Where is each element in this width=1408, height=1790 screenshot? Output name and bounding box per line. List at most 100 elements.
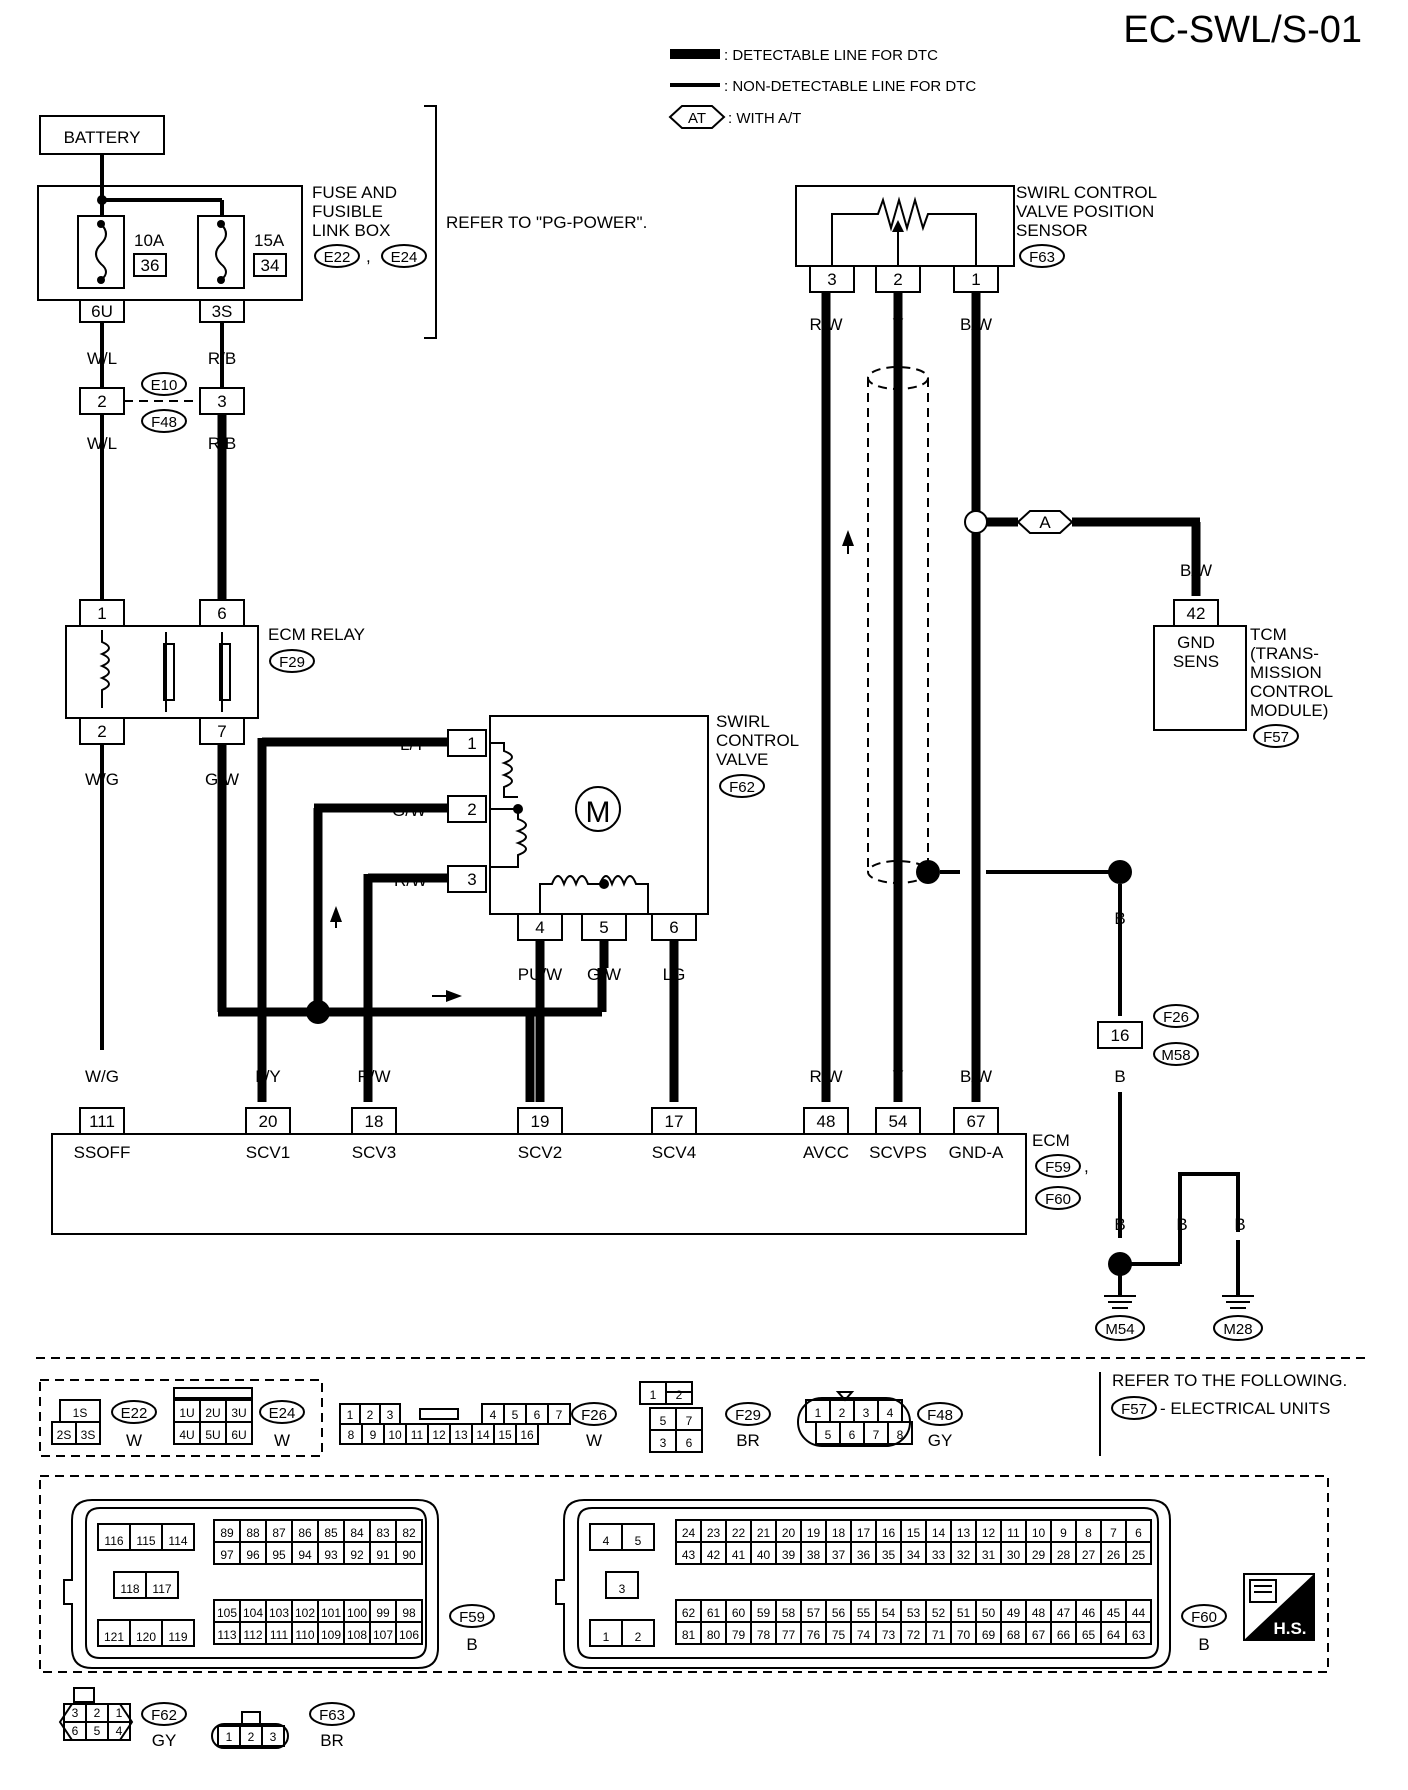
ecm-pin: 17 bbox=[665, 1112, 684, 1131]
f26-pin: 10 bbox=[388, 1428, 402, 1442]
svg-text:,: , bbox=[366, 247, 371, 266]
f59-right-pin: 102 bbox=[295, 1606, 315, 1620]
svg-text:B: B bbox=[1114, 1067, 1125, 1086]
f26-key bbox=[419, 1408, 459, 1420]
svg-text:F57: F57 bbox=[1263, 729, 1289, 746]
svg-text:- ELECTRICAL UNITS: - ELECTRICAL UNITS bbox=[1160, 1399, 1330, 1418]
f59-right-pin: 91 bbox=[376, 1548, 390, 1562]
svg-text:34: 34 bbox=[261, 256, 280, 275]
f62-cell bbox=[107, 1721, 131, 1741]
f59-right-pin: 100 bbox=[347, 1606, 367, 1620]
f60-right-pin: 42 bbox=[707, 1548, 721, 1562]
f59-left-pin: 119 bbox=[168, 1630, 187, 1644]
f60-right-pin: 21 bbox=[757, 1526, 771, 1540]
f59-left-pin: 115 bbox=[136, 1534, 155, 1548]
svg-text:2: 2 bbox=[467, 800, 476, 819]
svg-text:VALVE: VALVE bbox=[716, 750, 768, 769]
svg-text:10A: 10A bbox=[134, 231, 165, 250]
f63-pin: 3 bbox=[270, 1730, 277, 1744]
svg-text:CONTROL: CONTROL bbox=[716, 731, 799, 750]
f60-right-pin: 60 bbox=[732, 1606, 746, 1620]
refer-pg-power: REFER TO "PG-POWER". bbox=[446, 213, 647, 232]
svg-text:B: B bbox=[1234, 1215, 1245, 1234]
f60-right-pin: 62 bbox=[682, 1606, 696, 1620]
f60-right-pin: 14 bbox=[932, 1526, 946, 1540]
f63-face-oval bbox=[309, 1702, 355, 1726]
f29-key bbox=[665, 1381, 693, 1393]
f62-key bbox=[73, 1687, 95, 1703]
f60-right-pin: 51 bbox=[957, 1606, 971, 1620]
svg-text:,: , bbox=[1084, 1157, 1089, 1176]
f60-left-cell bbox=[621, 1523, 655, 1551]
f60-right-pin: 9 bbox=[1060, 1526, 1067, 1540]
f59-right-pin: 113 bbox=[217, 1628, 236, 1642]
f60-right-pin: 12 bbox=[982, 1526, 996, 1540]
f60-right-pin: 26 bbox=[1107, 1548, 1121, 1562]
f60-right-pin: 6 bbox=[1135, 1526, 1142, 1540]
svg-text:3S: 3S bbox=[212, 302, 233, 321]
svg-text:M: M bbox=[586, 796, 611, 829]
svg-text:SWIRL CONTROL: SWIRL CONTROL bbox=[1016, 183, 1157, 202]
svg-text:36: 36 bbox=[141, 256, 160, 275]
f60-right-pin: 75 bbox=[832, 1628, 846, 1642]
f60-left-cell bbox=[605, 1571, 639, 1599]
svg-text:E10: E10 bbox=[151, 377, 178, 394]
ecm-pin-box bbox=[79, 1107, 125, 1135]
f29-pin: 7 bbox=[686, 1414, 693, 1428]
f59-right-pin: 105 bbox=[217, 1606, 237, 1620]
ecm-terminal: SCV1 bbox=[246, 1143, 290, 1162]
f59-shell bbox=[63, 1499, 439, 1669]
e24-face-label: E24 bbox=[269, 1405, 296, 1422]
f60-right-pin: 39 bbox=[782, 1548, 796, 1562]
f60-right-pin: 59 bbox=[757, 1606, 771, 1620]
f59-right-pin: 98 bbox=[402, 1606, 416, 1620]
f59-left-cell bbox=[161, 1619, 195, 1647]
f26-pin: 5 bbox=[512, 1408, 519, 1422]
f59-right-pin: 82 bbox=[402, 1526, 416, 1540]
svg-text:1: 1 bbox=[97, 604, 106, 623]
f26-pin: 12 bbox=[432, 1428, 446, 1442]
e24-pin: 2U bbox=[205, 1406, 220, 1420]
f60-right-pin: 50 bbox=[982, 1606, 996, 1620]
f26-pin: 1 bbox=[347, 1408, 354, 1422]
f29-face-label: F29 bbox=[735, 1407, 761, 1424]
f26-color: W bbox=[586, 1431, 602, 1450]
f59-right-pin: 97 bbox=[220, 1548, 234, 1562]
f59-right-pin: 107 bbox=[373, 1628, 393, 1642]
f59-right-pin: 108 bbox=[347, 1628, 367, 1642]
e24-pin: 1U bbox=[179, 1406, 194, 1420]
f48-cell bbox=[887, 1421, 913, 1445]
svg-text:F57: F57 bbox=[1121, 1401, 1147, 1418]
svg-text:2: 2 bbox=[97, 392, 106, 411]
f59-left-pin: 121 bbox=[104, 1630, 124, 1644]
hs-badge: H.S. bbox=[1243, 1573, 1315, 1641]
svg-text:E22: E22 bbox=[324, 249, 351, 266]
f59-right-pin: 86 bbox=[298, 1526, 312, 1540]
f29-color: BR bbox=[736, 1431, 760, 1450]
svg-text:6U: 6U bbox=[91, 302, 113, 321]
f59-right-pin: 83 bbox=[376, 1526, 390, 1540]
f60-right-pin: 22 bbox=[732, 1526, 746, 1540]
fuse-link-box: 10A 36 15A 34 6U 3S FUSE AND FUSIBLE LIN… bbox=[37, 183, 427, 323]
f60-right-pin: 81 bbox=[682, 1628, 696, 1642]
f59-right-pin: 111 bbox=[270, 1628, 289, 1642]
f59-right-cell bbox=[395, 1621, 423, 1645]
ecm-terminal: SCV4 bbox=[652, 1143, 696, 1162]
svg-text:4: 4 bbox=[535, 918, 544, 937]
svg-text:FUSIBLE: FUSIBLE bbox=[312, 202, 383, 221]
f60-right-pin: 38 bbox=[807, 1548, 821, 1562]
f60-right-pin: 16 bbox=[882, 1526, 896, 1540]
legend-detectable: : DETECTABLE LINE FOR DTC bbox=[724, 47, 938, 64]
svg-text:F48: F48 bbox=[151, 414, 177, 431]
f60-right-pin: 15 bbox=[907, 1526, 921, 1540]
svg-text:R/B: R/B bbox=[208, 349, 236, 368]
f59-right-pin: 84 bbox=[350, 1526, 364, 1540]
svg-text:3: 3 bbox=[467, 870, 476, 889]
svg-text:6: 6 bbox=[669, 918, 678, 937]
ecm-terminal: SSOFF bbox=[74, 1143, 131, 1162]
f29-cell bbox=[675, 1429, 703, 1453]
f60-right-pin: 73 bbox=[882, 1628, 896, 1642]
e22-pin: 3S bbox=[81, 1428, 96, 1442]
f60-right-pin: 44 bbox=[1132, 1606, 1146, 1620]
